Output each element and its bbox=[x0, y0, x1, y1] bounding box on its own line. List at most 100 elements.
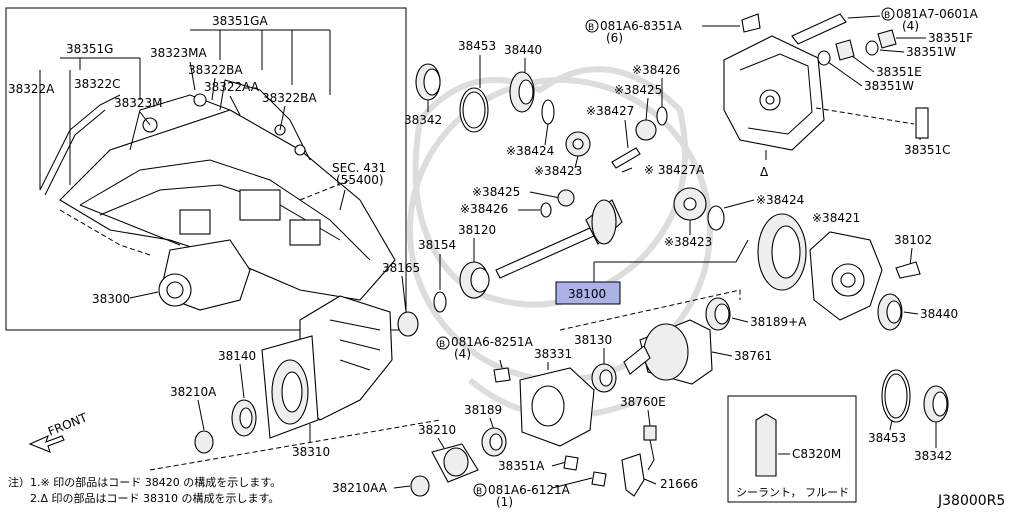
callout-38322AA: 38322AA bbox=[204, 80, 260, 94]
callout-38351F: 38351F bbox=[928, 31, 973, 45]
callout-38423-a: ※38423 bbox=[534, 164, 582, 178]
bolt-symbol-0601A: B bbox=[881, 7, 895, 21]
seal-38210AA bbox=[410, 475, 430, 497]
stud-38351C bbox=[915, 107, 929, 139]
sealant-caption: シーラント， フルード bbox=[736, 486, 849, 499]
bolt-38351A bbox=[563, 455, 579, 471]
callout-38322BA-2: 38322BA bbox=[262, 91, 317, 105]
callout-sec431-sub: (55400) bbox=[336, 173, 384, 187]
sensor-38760E bbox=[643, 425, 657, 471]
bearing-38440-right bbox=[877, 293, 903, 331]
callout-38154: 38154 bbox=[418, 238, 456, 252]
callout-38300: 38300 bbox=[92, 292, 130, 306]
washer-38424-a bbox=[541, 99, 555, 125]
callout-38310: 38310 bbox=[292, 445, 330, 459]
washer-38351W-2 bbox=[817, 50, 831, 66]
callout-38210: 38210 bbox=[418, 423, 456, 437]
callout-bolt-0601A: 081A7-0601A bbox=[896, 7, 979, 21]
plug-38351E bbox=[835, 39, 855, 61]
callout-38100: 38100 bbox=[568, 287, 606, 301]
callout-38351C: 38351C bbox=[904, 143, 951, 157]
sealant-box: C8320M シーラント， フルード bbox=[727, 395, 857, 503]
bearing-38342-right bbox=[923, 385, 949, 423]
oring-38453-top bbox=[459, 87, 489, 133]
callout-38323MA: 38323MA bbox=[150, 46, 208, 60]
seal-38210A bbox=[194, 430, 214, 454]
svg-text:FRONT: FRONT bbox=[46, 410, 90, 439]
callout-38210AA: 38210AA bbox=[332, 481, 388, 495]
callout-bolt-6121A-qty: (1) bbox=[496, 495, 513, 509]
bolt-8251A bbox=[493, 367, 511, 383]
callout-38130: 38130 bbox=[574, 333, 612, 347]
bearing-38440-top bbox=[509, 71, 535, 113]
pin-38427 bbox=[611, 147, 641, 169]
washer-38426-b bbox=[540, 202, 552, 218]
crossmember-drawing bbox=[39, 79, 396, 311]
bearing-38120 bbox=[459, 261, 490, 299]
callout-bolt-6121A: 081A6-6121A bbox=[488, 483, 571, 497]
callout-38424-a: ※38424 bbox=[506, 144, 554, 158]
bearing-38342-top bbox=[415, 63, 441, 101]
lockpin-38427A bbox=[621, 167, 633, 173]
callout-38351GA: 38351GA bbox=[212, 14, 268, 28]
washer-38351W-1 bbox=[865, 40, 879, 56]
front-arrow: FRONT bbox=[28, 410, 90, 453]
extension-housing bbox=[723, 35, 825, 151]
callout-38423-b: ※38423 bbox=[664, 235, 712, 249]
svg-text:B: B bbox=[439, 340, 445, 350]
diff-case bbox=[809, 231, 883, 321]
bearing-38189 bbox=[481, 427, 507, 457]
bolt-6121A bbox=[591, 471, 607, 487]
note-line-2: 2.Δ 印の部品はコード 38310 の構成を示します。 bbox=[30, 491, 279, 505]
callout-38427A: ※ 38427A bbox=[644, 163, 705, 177]
callout-38761: 38761 bbox=[734, 349, 772, 363]
callout-38331: 38331 bbox=[534, 347, 572, 361]
callout-38210A: 38210A bbox=[170, 385, 217, 399]
bolt-38102 bbox=[895, 261, 921, 279]
callout-bolt-8251A-qty: (4) bbox=[454, 347, 471, 361]
callout-21666: 21666 bbox=[660, 477, 698, 491]
sealant-code: C8320M bbox=[792, 447, 841, 461]
svg-text:B: B bbox=[588, 23, 594, 33]
note-line-1: 注）1.※ 印の部品はコード 38420 の構成を示します。 bbox=[8, 475, 281, 489]
gear-38423-b bbox=[673, 187, 707, 221]
callout-38102: 38102 bbox=[894, 233, 932, 247]
callout-38425-a: ※38425 bbox=[614, 83, 662, 97]
flange-38210 bbox=[431, 443, 479, 483]
housing-38310 bbox=[261, 295, 393, 439]
callout-38165: 38165 bbox=[382, 261, 420, 275]
bolt-symbol-8351A: B bbox=[585, 19, 599, 33]
callout-38426-a: ※38426 bbox=[632, 63, 680, 77]
callout-38322A: 38322A bbox=[8, 82, 55, 96]
callout-38426-b: ※38426 bbox=[460, 202, 508, 216]
bolt-8351A bbox=[741, 13, 761, 33]
callout-38322BA-1: 38322BA bbox=[188, 63, 243, 77]
inset-frame bbox=[5, 7, 407, 331]
callout-38342-top: 38342 bbox=[404, 113, 442, 127]
washer-38424-b bbox=[707, 205, 725, 231]
bearing-38189A bbox=[705, 297, 731, 331]
diagram-id: J38000R5 bbox=[937, 493, 1005, 509]
callout-bolt-8351A: 081A6-8351A bbox=[600, 19, 683, 33]
gear-38423-a bbox=[565, 131, 591, 157]
callout-38322C: 38322C bbox=[74, 77, 121, 91]
callout-bolt-8351A-qty: (6) bbox=[606, 31, 623, 45]
callout-38189A: 38189+A bbox=[750, 315, 807, 329]
callout-38351G: 38351G bbox=[66, 42, 113, 56]
callout-38421: ※38421 bbox=[812, 211, 860, 225]
callout-38140: 38140 bbox=[218, 349, 256, 363]
triangle-mark-housing: Δ bbox=[760, 165, 769, 179]
seal-38165 bbox=[397, 311, 419, 337]
plug-38351F bbox=[877, 29, 897, 49]
cover-38331 bbox=[519, 367, 595, 447]
flange-38761 bbox=[623, 319, 713, 385]
callout-sec431: SEC. 431 bbox=[332, 161, 386, 175]
bearing-38140 bbox=[231, 399, 257, 437]
bolt-symbol-6121A: B bbox=[473, 483, 487, 497]
callout-38351W-1: 38351W bbox=[906, 45, 956, 59]
callout-bolt-0601A-qty: (4) bbox=[902, 19, 919, 33]
stud-0601A bbox=[791, 13, 847, 45]
callout-38351W-2: 38351W bbox=[864, 79, 914, 93]
callout-38120: 38120 bbox=[458, 223, 496, 237]
spacer-38154 bbox=[433, 291, 447, 313]
